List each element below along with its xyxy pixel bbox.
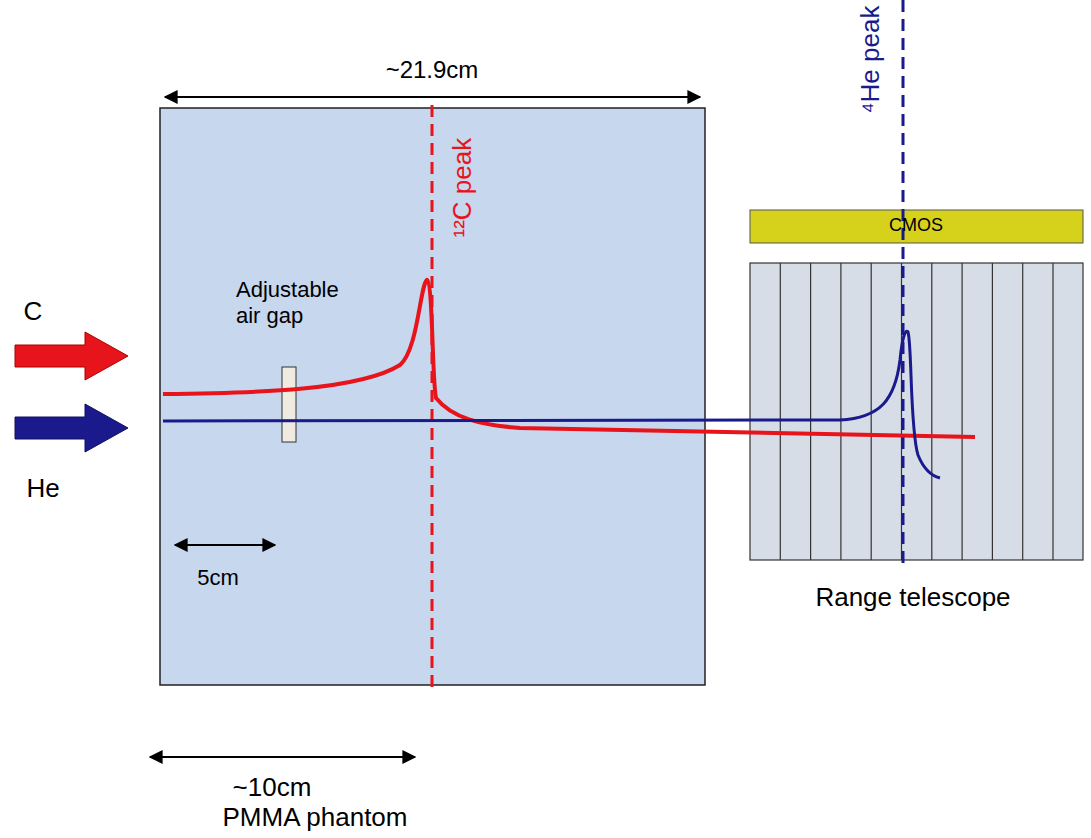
gap-label: Adjustable air gap xyxy=(236,277,356,330)
beam-label: He xyxy=(26,473,59,504)
peak-line xyxy=(902,0,905,565)
slat xyxy=(992,263,993,560)
peak-line xyxy=(431,105,434,690)
node-label: Range telescope xyxy=(815,582,1010,613)
peak-label: ⁴He peak xyxy=(855,6,886,114)
telescope-slats xyxy=(780,263,1053,560)
dimension-label: 5cm xyxy=(197,565,239,591)
dimension-label: ~10cm xyxy=(233,772,312,803)
slat xyxy=(1022,263,1023,560)
range-telescope: Range telescope xyxy=(740,263,1090,623)
cmos-bar xyxy=(750,210,1083,243)
node-label: PMMA phantom xyxy=(223,802,408,833)
helium-beam-arrow xyxy=(15,404,128,452)
dimension-label: ~21.9cm xyxy=(386,56,479,85)
dimension-arrow xyxy=(150,756,415,758)
slat xyxy=(961,263,962,560)
air-gap xyxy=(282,367,296,442)
slat xyxy=(780,263,781,560)
telescope-block xyxy=(750,263,1083,560)
cmos-bar: CMOS xyxy=(750,210,1083,243)
dimension-arrow xyxy=(165,96,700,98)
carbon-beam-arrow xyxy=(15,332,128,380)
slat xyxy=(840,263,841,560)
beam-label: C xyxy=(24,296,43,327)
node-label: CMOS xyxy=(889,215,943,237)
slat xyxy=(931,263,932,560)
slat xyxy=(1052,263,1053,560)
phantom-box: PMMA phantom xyxy=(160,108,705,838)
slat xyxy=(810,263,811,560)
peak-label: ¹²C peak xyxy=(447,138,478,238)
dimension-arrow xyxy=(175,544,275,546)
helium-curve xyxy=(163,331,940,478)
